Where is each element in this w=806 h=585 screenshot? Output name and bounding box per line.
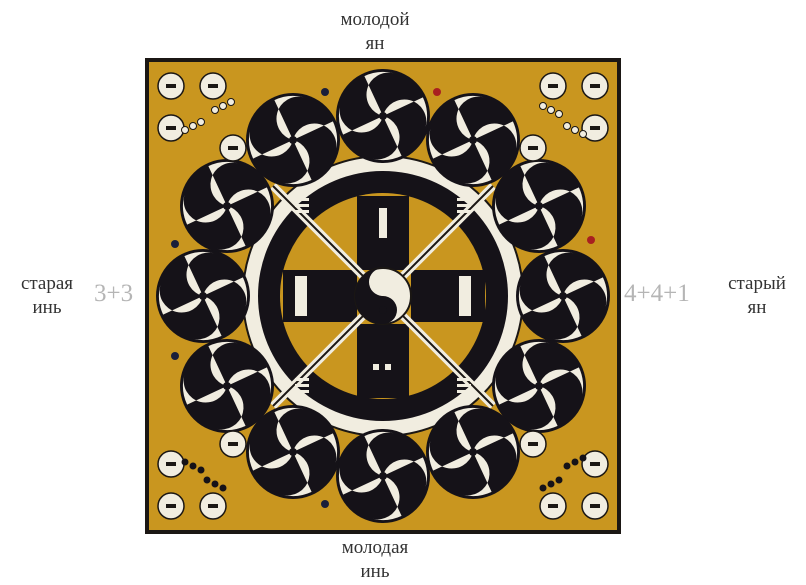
disk-icon [158, 493, 184, 519]
disk-icon [200, 73, 226, 99]
label-old-yang-line1: старый [712, 272, 802, 296]
formula-left: 3+3 [94, 280, 133, 308]
label-old-yin-line1: старая [2, 272, 92, 296]
disk-icon [158, 73, 184, 99]
label-old-yang-line2: ян [712, 296, 802, 320]
label-young-yin: молодая инь [320, 536, 430, 584]
disk-icon [220, 135, 246, 161]
label-young-yin-line2: инь [320, 560, 430, 584]
taijitu-icon [355, 268, 411, 324]
label-old-yin: старая инь [2, 272, 92, 320]
disk-icon [200, 493, 226, 519]
blue-dot [321, 500, 329, 508]
block-bottom [357, 324, 409, 398]
disk-icon [582, 493, 608, 519]
disk-icon [220, 431, 246, 457]
label-young-yang: молодой ян [320, 8, 430, 56]
label-young-yang-line1: молодой [320, 8, 430, 32]
label-young-yang-line2: ян [320, 32, 430, 56]
disk-icon [540, 493, 566, 519]
label-young-yin-line1: молодая [320, 536, 430, 560]
disk-icon [540, 73, 566, 99]
disk-icon [582, 115, 608, 141]
disk-icon [520, 135, 546, 161]
game-board [145, 58, 621, 534]
disk-icon [582, 73, 608, 99]
disk-icon [520, 431, 546, 457]
block-right [411, 270, 485, 322]
red-dot [587, 236, 595, 244]
red-dot [433, 88, 441, 96]
formula-right: 4+4+1 [624, 280, 690, 308]
block-left [283, 270, 357, 322]
blue-dot [171, 352, 179, 360]
disk-icon [158, 115, 184, 141]
blue-dot [171, 240, 179, 248]
blue-dot [321, 88, 329, 96]
disk-icon [582, 451, 608, 477]
disk-icon [158, 451, 184, 477]
label-old-yin-line2: инь [2, 296, 92, 320]
label-old-yang: старый ян [712, 272, 802, 320]
